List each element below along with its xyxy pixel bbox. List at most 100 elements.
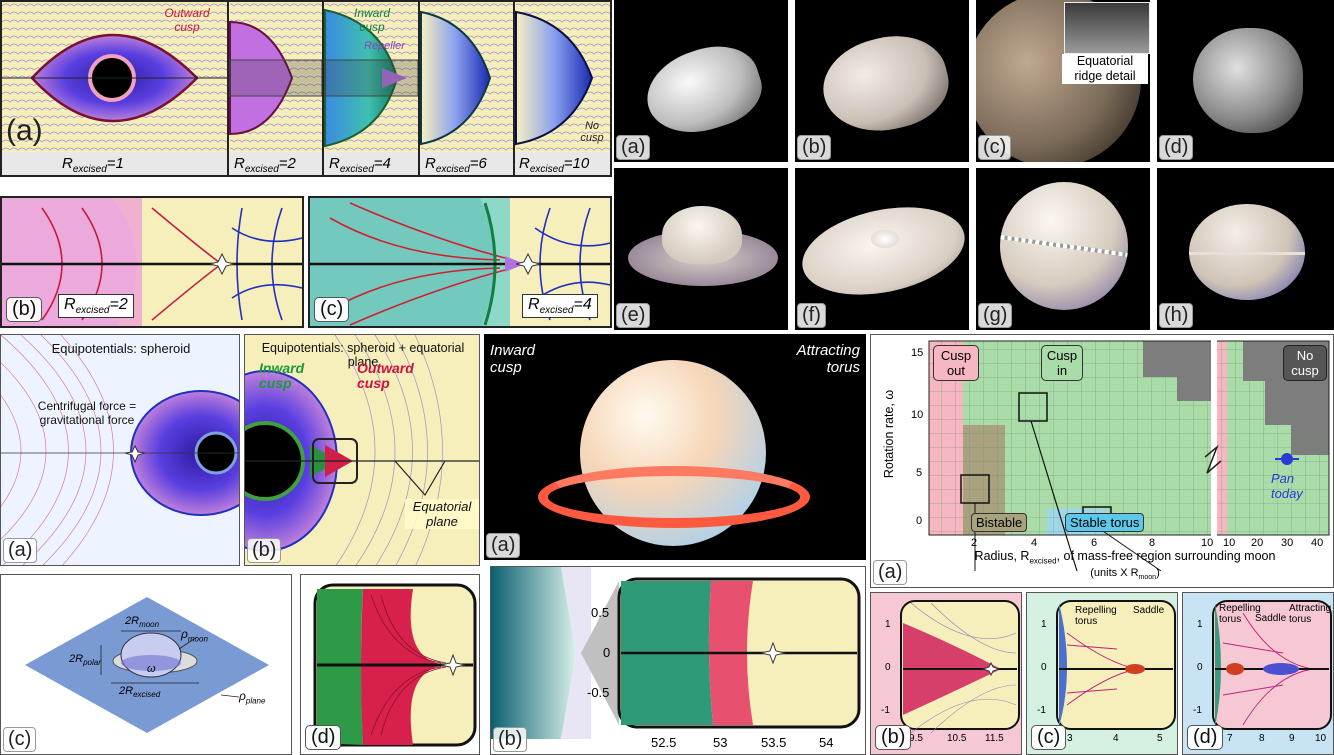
equip-inward-cusp: Inward cusp xyxy=(259,360,305,391)
schem-omega: ω xyxy=(147,663,156,675)
flow-c-xtick-3: 5 xyxy=(1157,733,1163,744)
repelling-torus-label-c: Repelling torus xyxy=(1075,605,1117,627)
schematic-svg xyxy=(25,597,269,733)
phase-xtick-4: 4 xyxy=(1031,537,1038,549)
equip-b-title: Equipotentials: spheroid + equatorial pl… xyxy=(261,341,465,369)
render-inward-cusp: Inward cusp xyxy=(490,342,536,376)
flow-c-ytick-m1: -1 xyxy=(1037,705,1046,716)
zoom-b-tag: (b) xyxy=(6,297,43,322)
schem-moon-label: 2Rmoon xyxy=(125,615,160,630)
phase-xlabel-units: (units X Rmoon) xyxy=(1090,567,1160,582)
schematic-panel: 2Rmoon ρmoon 2Rpolar ω 2Rexcised ρplane … xyxy=(0,574,292,755)
inward-cusp-label: Inward cusp xyxy=(353,6,391,34)
render-zoom-panel: 0.5 0 -0.5 52.5 53 53.5 54 (b) xyxy=(490,566,866,755)
equip-outward-cusp: Outward cusp xyxy=(357,360,414,391)
zoom-ytick-3: -0.5 xyxy=(587,685,610,700)
zoom-ytick-2: 0 xyxy=(603,645,611,660)
render-zoom-tag: (b) xyxy=(493,727,528,752)
region-no-cusp: No cusp xyxy=(1283,345,1327,381)
cusp-zoom-svg xyxy=(313,583,477,747)
flow-plot-c: Repelling torus Saddle 1 0 -1 3 4 5 (c) xyxy=(1026,592,1178,755)
zoom-xtick-4: 54 xyxy=(819,735,834,750)
excision-strip-svg xyxy=(2,2,610,175)
render-torus xyxy=(538,466,810,528)
render-3d-panel: Inward cusp Attracting torus (a) xyxy=(484,334,866,560)
flow-c-xtick-1: 3 xyxy=(1067,733,1073,744)
schem-rho-plane: ρplane xyxy=(239,689,266,706)
flow-c-ytick-1: 1 xyxy=(1041,619,1047,630)
flow-d-xtick-1: 7 xyxy=(1227,733,1233,744)
moon-tag-c: (c) xyxy=(978,135,1012,160)
render-attracting-torus: Attracting torus xyxy=(796,342,860,376)
flow-c-ytick-0: 0 xyxy=(1041,662,1047,673)
moon-tag-h: (h) xyxy=(1159,303,1194,328)
moon-shape xyxy=(636,34,771,146)
moon-model-e: (e) xyxy=(614,168,788,330)
moon-tag-g: (g) xyxy=(978,303,1013,328)
pan-today-label: Pan today xyxy=(1271,471,1303,501)
zoom-xtick-3: 53.5 xyxy=(761,735,787,750)
region-stable-torus: Stable torus xyxy=(1065,513,1145,532)
render-zoom-svg xyxy=(491,567,861,739)
flow-d-svg xyxy=(1212,600,1332,730)
equipotential-spheroid-plane: Equipotentials: spheroid + equatorial pl… xyxy=(244,334,480,566)
model-ridge xyxy=(1189,252,1305,255)
model-dome xyxy=(662,206,742,264)
moon-photo-b: (b) xyxy=(795,0,969,162)
saddle-label-d: Saddle xyxy=(1255,613,1287,624)
zoom-panel-b: (b) Rexcised=2 xyxy=(0,196,304,328)
moon-photo-a: (a) xyxy=(614,0,788,162)
ridge-label: Equatorial ridge detail xyxy=(1062,54,1148,84)
moon-model-f: (f) xyxy=(795,168,969,330)
flow-b-ytick-m1: -1 xyxy=(881,705,890,716)
moon-tag-b: (b) xyxy=(797,135,832,160)
r-label-2: Rexcised=2 xyxy=(234,155,296,175)
moon-photo-c: Equatorial ridge detail (c) xyxy=(976,0,1150,162)
schem-polar-label: 2Rpolar xyxy=(69,653,101,668)
attracting-torus-label-d: Attracting torus xyxy=(1289,603,1332,625)
phase-xtick-r20: 20 xyxy=(1251,537,1264,549)
r-label-4: Rexcised=6 xyxy=(425,155,487,175)
ridge-inset xyxy=(1064,2,1150,54)
equipotential-spheroid: Equipotentials: spheroid Centrifugal for… xyxy=(0,334,240,566)
flow-plot-b: 1 0 -1 9.5 10.5 11.5 (b) xyxy=(870,592,1022,755)
region-bistable: Bistable xyxy=(971,513,1028,532)
zoom-c-tag: (c) xyxy=(314,297,350,322)
moon-model-h: (h) xyxy=(1157,168,1334,330)
phase-ylabel: Rotation rate, ω xyxy=(882,389,896,479)
moon-image-grid: (a) (b) Equatorial ridge detail (c) (d) … xyxy=(614,0,1334,330)
moon-tag-a: (a) xyxy=(616,135,651,160)
flow-d-xtick-2: 8 xyxy=(1259,733,1265,744)
flow-plot-d: Repelling torus Saddle Attracting torus … xyxy=(1182,592,1334,755)
schem-excised-label: 2Rexcised xyxy=(119,685,161,700)
r-label-5: Rexcised=10 xyxy=(519,155,590,175)
equip-b-svg xyxy=(245,335,479,565)
equip-b-tag: (b) xyxy=(247,538,282,563)
zoom-b-r-label: Rexcised=2 xyxy=(58,294,134,319)
zoom-b-svg xyxy=(2,198,302,326)
phase-diagram-panel: Rotation rate, ω 15 10 5 0 2 4 6 8 10 10… xyxy=(870,334,1334,588)
phase-ytick-10: 10 xyxy=(911,409,924,421)
r-label-3: Rexcised=4 xyxy=(329,155,391,175)
saddle-label-c: Saddle xyxy=(1133,605,1165,616)
equatorial-plane-label: Equatorial plane xyxy=(405,499,479,529)
flow-d-tag: (d) xyxy=(1187,725,1224,750)
repeller-label: Repeller xyxy=(364,40,405,52)
equip-a-title: Equipotentials: spheroid xyxy=(51,341,191,356)
flow-b-xtick-3: 11.5 xyxy=(985,733,1004,744)
schem-rho-moon: ρmoon xyxy=(181,627,208,644)
phase-ytick-15: 15 xyxy=(911,347,924,359)
flow-b-xtick-2: 10.5 xyxy=(947,733,967,744)
cusp-zoom-tag: (d) xyxy=(305,725,342,750)
flow-c-tag: (c) xyxy=(1031,725,1067,750)
phase-tag-a: (a) xyxy=(873,560,908,585)
moon-tag-d: (d) xyxy=(1159,135,1194,160)
no-cusp-label: No cusp xyxy=(580,120,604,144)
phase-xtick-r10: 10 xyxy=(1223,537,1236,549)
flow-d-ytick-m1: -1 xyxy=(1193,705,1202,716)
flow-d-ytick-1: 1 xyxy=(1197,619,1203,630)
region-cusp-out: Cusp out xyxy=(933,345,979,381)
schematic-tag: (c) xyxy=(3,727,37,752)
moon-shape xyxy=(813,24,958,144)
flow-b-ytick-0: 0 xyxy=(885,662,891,673)
